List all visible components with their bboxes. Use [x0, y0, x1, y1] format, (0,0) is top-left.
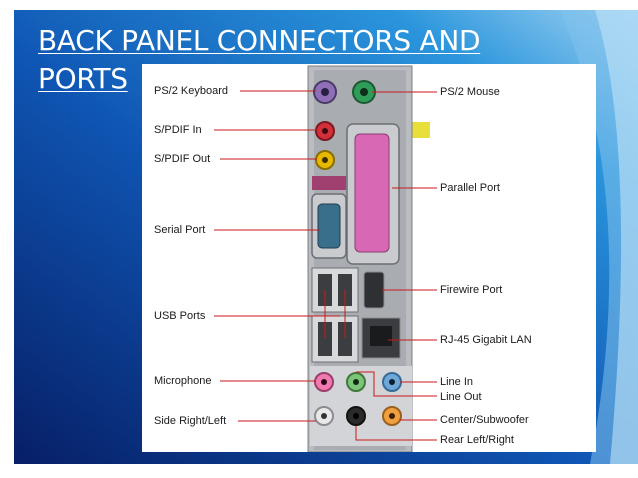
label-rear-left-right: Rear Left/Right [440, 434, 514, 446]
slide-title-line-2: PORTS [38, 62, 128, 95]
label-usb-ports: USB Ports [154, 310, 206, 322]
label-spdif-out: S/PDIF Out [154, 153, 211, 165]
label-parallel-port: Parallel Port [440, 182, 500, 194]
label-line-out: Line Out [440, 391, 482, 403]
usb-port [318, 322, 332, 356]
label-firewire-port: Firewire Port [440, 284, 503, 296]
serial-port [317, 203, 341, 249]
label-ps2-mouse: PS/2 Mouse [440, 86, 500, 98]
slide-title-line-1: BACK PANEL CONNECTORS AND [38, 24, 481, 57]
parallel-port [354, 133, 390, 253]
leader-line-out [356, 371, 437, 397]
io-panel-illustration [214, 65, 437, 452]
label-side-right-left: Side Right/Left [154, 415, 227, 427]
leader-lines [214, 90, 437, 441]
label-rj45-lan: RJ-45 Gigabit LAN [440, 334, 532, 346]
label-serial-port: Serial Port [154, 224, 206, 236]
connector-diagram: PS/2 Keyboard S/PDIF In S/PDIF Out Seria… [142, 64, 596, 452]
label-center-subwoofer: Center/Subwoofer [440, 414, 529, 426]
firewire-port [363, 271, 385, 309]
label-spdif-in: S/PDIF In [154, 124, 202, 136]
motherboard-tab [412, 122, 430, 138]
usb-port [338, 322, 352, 356]
label-line-in: Line In [440, 376, 474, 388]
label-ps2-keyboard: PS/2 Keyboard [154, 85, 228, 97]
label-microphone: Microphone [154, 375, 212, 387]
leader-rear-left-right [355, 426, 437, 441]
